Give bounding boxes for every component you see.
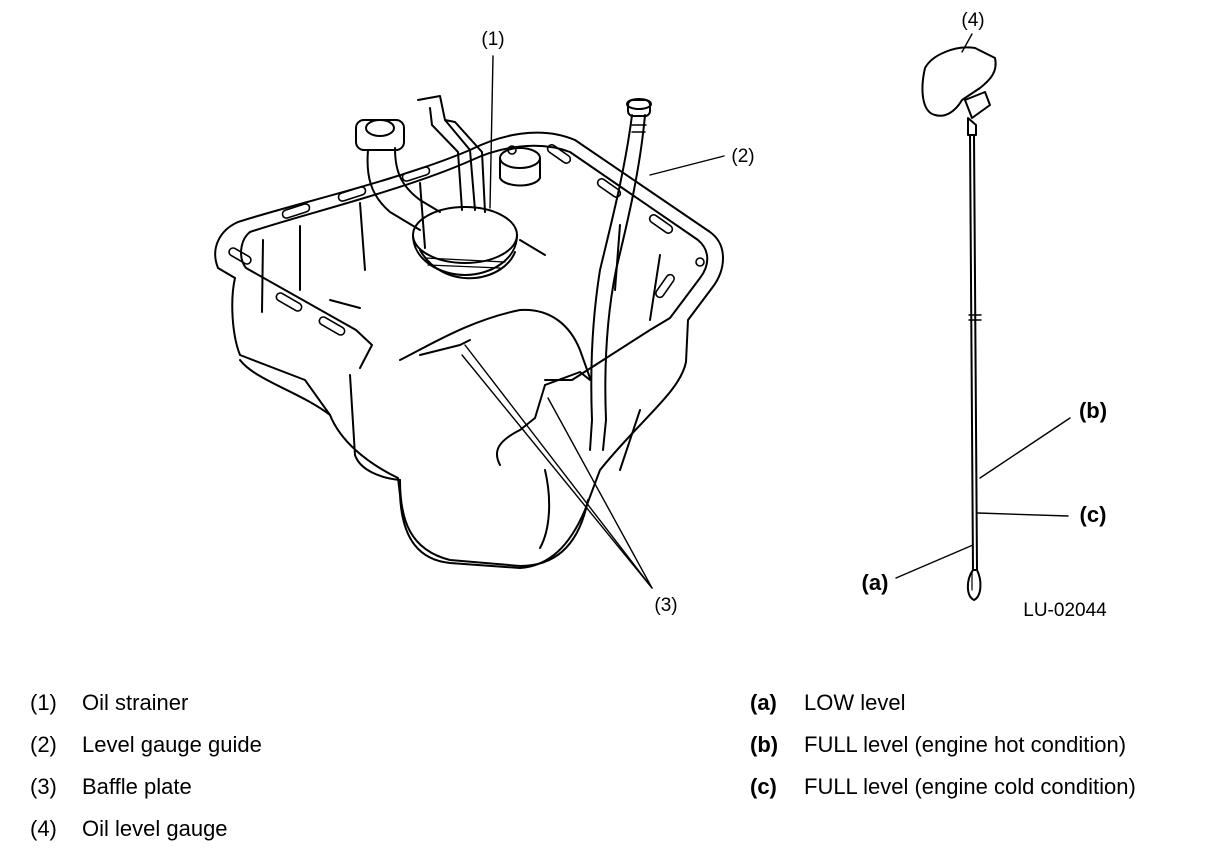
- leader-4: [961, 33, 973, 53]
- legend-key: (3): [30, 774, 57, 799]
- legend-text: FULL level (engine hot condition): [804, 732, 1127, 757]
- leader-c: [977, 512, 1069, 517]
- leader-3b: [461, 354, 653, 589]
- legend-text: Oil level gauge: [82, 816, 228, 841]
- callout-1: (1): [481, 29, 504, 50]
- legend-key: (b): [750, 732, 779, 757]
- legend-parts: (1) Oil strainer (2) Level gauge guide (3)…: [30, 682, 262, 850]
- leader-2: [649, 155, 725, 176]
- figure-id: LU-02044: [1023, 600, 1107, 621]
- legend-item: (b) FULL level (engine hot condition): [750, 724, 1136, 766]
- oil-pan-diagram: (1) (2) (3) (4) (a) (b) (c) LU-02044: [214, 10, 1107, 621]
- legend-item: (1) Oil strainer: [30, 682, 262, 724]
- legend-levels: (a) LOW level (b) FULL level (engine hot c…: [750, 682, 1136, 808]
- callout-2: (2): [731, 146, 754, 167]
- oil-level-gauge: [921, 46, 997, 601]
- leader-3a: [464, 344, 653, 589]
- legend-text: Baffle plate: [82, 774, 192, 799]
- legend-item: (c) FULL level (engine cold condition): [750, 766, 1136, 808]
- leader-1: [489, 55, 494, 209]
- leader-a: [895, 544, 974, 579]
- legend-key: (c): [750, 774, 777, 799]
- legend-key: (4): [30, 816, 57, 841]
- legend-text: Level gauge guide: [82, 732, 262, 757]
- legend-item: (3) Baffle plate: [30, 766, 262, 808]
- legend-item: (a) LOW level: [750, 682, 1136, 724]
- legend-text: LOW level: [804, 690, 906, 715]
- legend-key: (1): [30, 690, 57, 715]
- legend-item: (4) Oil level gauge: [30, 808, 262, 850]
- callout-b: (b): [1079, 398, 1107, 423]
- legend-key: (2): [30, 732, 57, 757]
- legend-item: (2) Level gauge guide: [30, 724, 262, 766]
- callout-4: (4): [961, 10, 984, 31]
- legend-text: Oil strainer: [82, 690, 189, 715]
- leader-b: [979, 417, 1071, 479]
- callout-c: (c): [1080, 502, 1107, 527]
- leader-3c: [547, 397, 653, 589]
- callout-3: (3): [654, 595, 677, 616]
- callout-a: (a): [862, 570, 889, 595]
- legend-text: FULL level (engine cold condition): [804, 774, 1136, 799]
- oil-pan: [214, 95, 724, 569]
- legend-key: (a): [750, 690, 777, 715]
